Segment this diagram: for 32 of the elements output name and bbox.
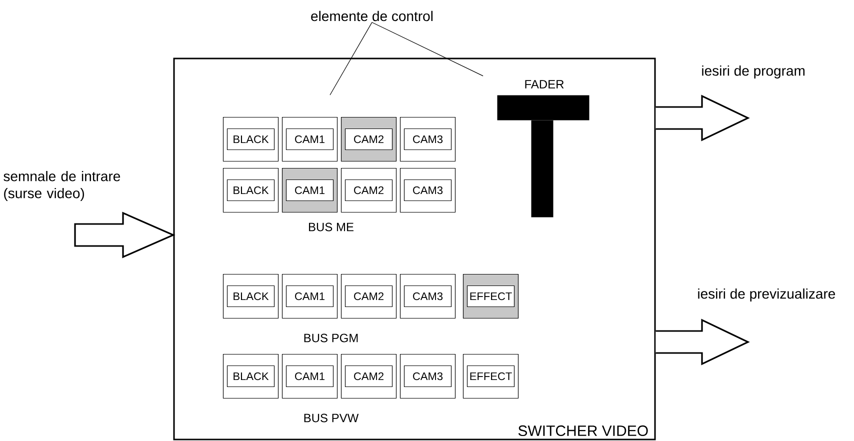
selector-button: CAM3 [400, 116, 456, 162]
selector-button: CAM1 [282, 354, 338, 399]
selector-button: EFFECT [462, 354, 519, 399]
selector-button: CAM3 [400, 274, 456, 319]
leader-line [372, 22, 484, 76]
block-arrow [654, 94, 750, 142]
callout-text: elemente de control [311, 10, 433, 22]
bus-label: BUS PGM [304, 334, 358, 342]
bus-label: BUS PVW [304, 414, 359, 422]
selector-button: BLACK [222, 354, 279, 399]
selector-button: CAM3 [400, 354, 456, 399]
bus-label: BUS ME [309, 222, 354, 232]
selector-button: CAM1 [282, 116, 338, 162]
selector-button: CAM2 [340, 354, 397, 399]
leader-line [330, 22, 372, 96]
selector-button: CAM1 [282, 168, 338, 213]
selector-button: CAM2 [340, 116, 397, 162]
selector-button: CAM3 [400, 168, 456, 213]
selector-button: CAM2 [340, 168, 397, 213]
node-label: FADER [525, 80, 564, 88]
selector-button: BLACK [222, 116, 279, 162]
edge-label: semnale de intrare (surse video) [4, 170, 120, 202]
selector-button: BLACK [222, 274, 279, 319]
edge-label: iesiri de previzualizare [698, 288, 836, 302]
fader-drawing: FADER [497, 80, 590, 218]
selector-button: EFFECT [462, 274, 519, 319]
selector-button: CAM1 [282, 274, 338, 319]
edge-label: iesiri de program [702, 65, 804, 79]
selector-button: BLACK [222, 168, 279, 213]
block-arrow [74, 212, 176, 258]
selector-button: CAM2 [340, 274, 397, 319]
block-arrow [654, 318, 750, 366]
